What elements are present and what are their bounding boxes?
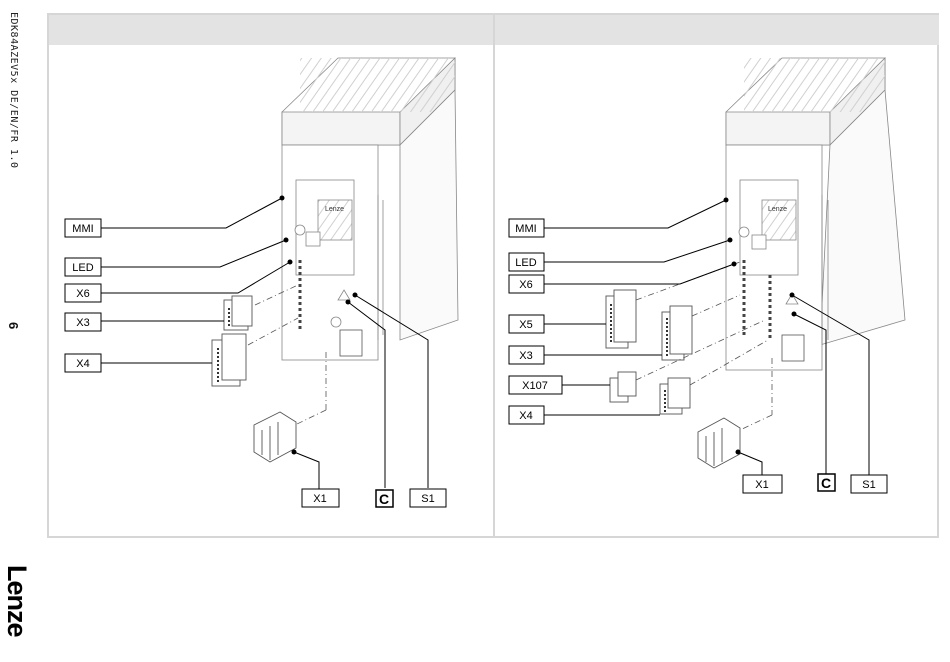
right-label-x107: X107 — [522, 380, 548, 392]
right-connector-x107 — [610, 372, 636, 402]
right-device-drawing — [726, 58, 905, 370]
left-connector-x4 — [212, 334, 246, 386]
left-label-mmi: MMI — [72, 223, 93, 235]
left-device-drawing — [282, 58, 458, 360]
left-label-x4: X4 — [76, 358, 89, 370]
left-label-s1: S1 — [421, 493, 434, 505]
right-connector-x1 — [698, 418, 740, 468]
right-label-s1: S1 — [862, 479, 875, 491]
right-label-mmi: MMI — [515, 223, 536, 235]
right-label-c: C — [821, 475, 831, 491]
right-label-x1: X1 — [755, 479, 768, 491]
left-label-x3: X3 — [76, 317, 89, 329]
right-label-x3: X3 — [519, 350, 532, 362]
left-label-led: LED — [72, 262, 93, 274]
left-device-logo: Lenze — [325, 206, 344, 213]
right-label-x4: X4 — [519, 410, 532, 422]
right-label-x6: X6 — [519, 279, 532, 291]
left-connector-x3 — [224, 296, 252, 330]
left-label-x6: X6 — [76, 288, 89, 300]
left-connector-x1 — [254, 412, 296, 462]
right-connector-x5 — [606, 290, 636, 348]
left-label-x1: X1 — [313, 493, 326, 505]
right-device-logo: Lenze — [768, 206, 787, 213]
right-connector-x3 — [662, 306, 692, 360]
right-connector-x4 — [660, 378, 690, 414]
left-label-c: C — [379, 491, 389, 507]
right-label-x5: X5 — [519, 319, 532, 331]
right-label-led: LED — [515, 257, 536, 269]
